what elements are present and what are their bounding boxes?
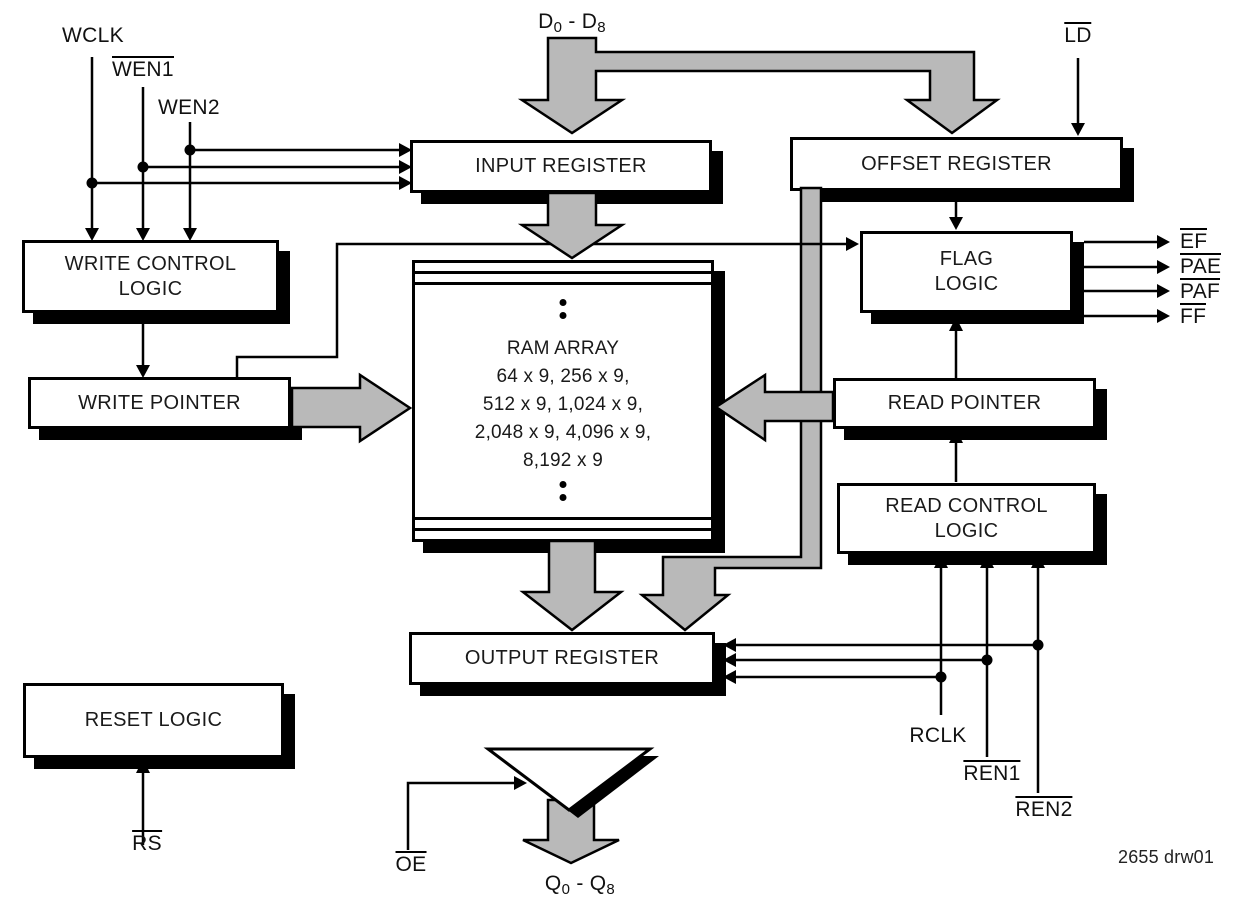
ram-stripe [415, 271, 711, 274]
block-read-pointer: READ POINTER [833, 378, 1096, 429]
signal-label-ff: FF [1180, 303, 1207, 328]
block-label: INPUT REGISTER [475, 155, 647, 177]
block-reset-logic: RESET LOGIC [23, 683, 284, 758]
block-label-line2: LOGIC [118, 277, 183, 300]
signal-label-ren2: REN2 [1015, 796, 1073, 821]
ram-stripe [415, 528, 711, 531]
signal-label-wen2: WEN2 [158, 96, 220, 119]
signal-label-paf: PAF [1180, 278, 1221, 303]
block-label: WRITE POINTER [78, 391, 241, 414]
block-read-control-logic: READ CONTROL LOGIC [837, 483, 1096, 554]
bus-data-in-arrow [517, 36, 1001, 135]
ram-stripe [415, 517, 711, 520]
bus-read-pointer-to-ram-arrow [713, 372, 835, 443]
signal-label-ren1: REN1 [963, 760, 1021, 785]
bus-output-to-buffer-arrow [522, 798, 620, 865]
tristate-buffer-shadow [497, 756, 659, 818]
block-flag-logic: FLAG LOGIC [860, 231, 1073, 313]
bus-ram-to-output-arrow [519, 539, 625, 632]
block-label-line1: FLAG [939, 248, 994, 270]
block-input-register: INPUT REGISTER [410, 140, 712, 193]
block-label: OFFSET REGISTER [861, 152, 1052, 175]
signal-label-rs: RS [132, 830, 162, 855]
ram-array-title: RAM ARRAY [506, 338, 620, 359]
block-offset-register: OFFSET REGISTER [790, 137, 1123, 191]
ram-array-text: RAM ARRAY 64 x 9, 256 x 9, 512 x 9, 1,02… [415, 335, 711, 475]
signal-label-q0-q8: Q0 - Q8 [544, 872, 616, 898]
block-label: READ POINTER [887, 392, 1042, 414]
ellipsis-dots-top [559, 293, 567, 325]
signal-label-ef: EF [1180, 228, 1208, 253]
signal-label-ld: LD [1064, 22, 1092, 47]
block-label-line1: READ CONTROL [885, 494, 1048, 517]
block-write-control-logic: WRITE CONTROL LOGIC [22, 240, 279, 313]
ellipsis-dots-bottom [559, 475, 567, 507]
block-label-line2: LOGIC [934, 519, 999, 542]
signal-label-pae: PAE [1180, 253, 1222, 278]
tristate-buffer-icon [483, 747, 655, 812]
signal-label-d0-d8: D0 - D8 [538, 10, 606, 36]
ram-array-size: 2,048 x 9, 4,096 x 9, [474, 422, 652, 443]
block-label: RESET LOGIC [84, 709, 223, 731]
block-ram-array: RAM ARRAY 64 x 9, 256 x 9, 512 x 9, 1,02… [412, 260, 714, 542]
ram-array-size: 64 x 9, 256 x 9, [496, 366, 630, 387]
bus-input-to-ram-arrow [517, 191, 627, 260]
block-output-register: OUTPUT REGISTER [409, 632, 715, 685]
block-label-line1: WRITE CONTROL [64, 252, 237, 275]
signal-label-wclk: WCLK [62, 24, 124, 47]
ram-stripe [415, 282, 711, 285]
ram-array-size: 8,192 x 9 [523, 450, 603, 471]
block-label-line2: LOGIC [934, 273, 999, 295]
block-label: OUTPUT REGISTER [464, 647, 660, 669]
drawing-number: 2655 drw01 [1118, 847, 1215, 867]
signal-label-wen1: WEN1 [112, 56, 174, 81]
block-write-pointer: WRITE POINTER [28, 377, 291, 429]
signal-label-rclk: RCLK [909, 724, 967, 747]
bus-write-pointer-to-ram-arrow [290, 372, 413, 444]
ram-array-size: 512 x 9, 1,024 x 9, [482, 394, 644, 415]
signal-label-oe: OE [395, 851, 427, 876]
